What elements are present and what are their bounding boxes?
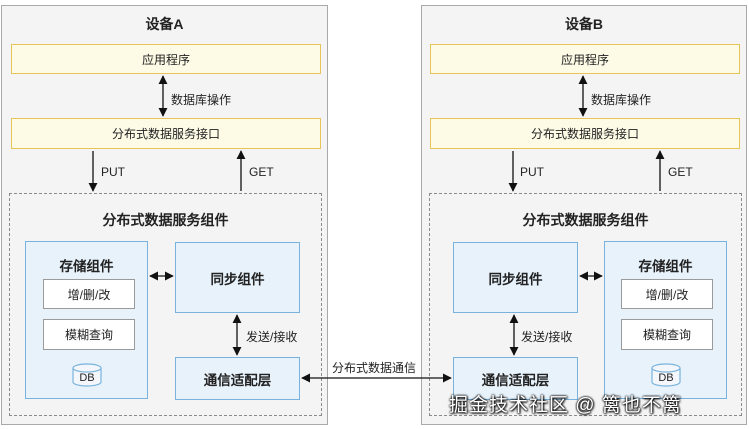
device-b-fuzzy-query-box: 模糊查询 xyxy=(621,319,713,350)
device-b-get-label: GET xyxy=(668,165,693,179)
device-a-db-label: DB xyxy=(79,372,95,384)
device-b-component-frame xyxy=(429,193,742,416)
device-b-component-title: 分布式数据服务组件 xyxy=(522,212,649,228)
watermark: 掘金技术社区 @ 篱也不篱 xyxy=(449,395,682,416)
device-a-sync-box: 同步组件 xyxy=(175,242,300,313)
device-a-crud-box: 增/删/改 xyxy=(43,279,135,309)
device-a-put-label: PUT xyxy=(101,165,125,179)
device-b-db-icon: DB xyxy=(650,363,682,387)
device-b-title: 设备B xyxy=(564,16,604,32)
device-b-service-interface-box: 分布式数据服务接口 xyxy=(430,118,740,149)
device-a-service-interface-box: 分布式数据服务接口 xyxy=(11,118,321,149)
device-b-put-label: PUT xyxy=(520,165,544,179)
device-a-app-box: 应用程序 xyxy=(11,44,321,74)
device-a-get-label: GET xyxy=(249,165,274,179)
device-b-db-label: DB xyxy=(658,372,674,384)
device-a-send-recv-label: 发送/接收 xyxy=(246,330,298,344)
cross-device-link-label: 分布式数据通信 xyxy=(332,361,417,375)
device-a-db-op-label: 数据库操作 xyxy=(171,93,232,107)
device-a-comm-adapter-box: 通信适配层 xyxy=(175,357,300,400)
device-b-app-box: 应用程序 xyxy=(430,44,740,74)
device-a-component-title: 分布式数据服务组件 xyxy=(102,212,229,228)
device-a-storage-title: 存储组件 xyxy=(59,259,114,274)
device-b-send-recv-label: 发送/接收 xyxy=(521,330,573,344)
device-b-db-op-label: 数据库操作 xyxy=(591,93,652,107)
device-b-sync-box: 同步组件 xyxy=(453,242,578,313)
device-a-title: 设备A xyxy=(145,16,184,32)
device-b-storage-title: 存储组件 xyxy=(638,259,693,274)
device-a-component-frame xyxy=(9,193,322,416)
device-b-crud-box: 增/删/改 xyxy=(621,279,713,309)
device-a-db-icon: DB xyxy=(71,363,103,387)
device-a-fuzzy-query-box: 模糊查询 xyxy=(43,319,135,350)
device-b-comm-adapter-box: 通信适配层 xyxy=(453,357,578,400)
